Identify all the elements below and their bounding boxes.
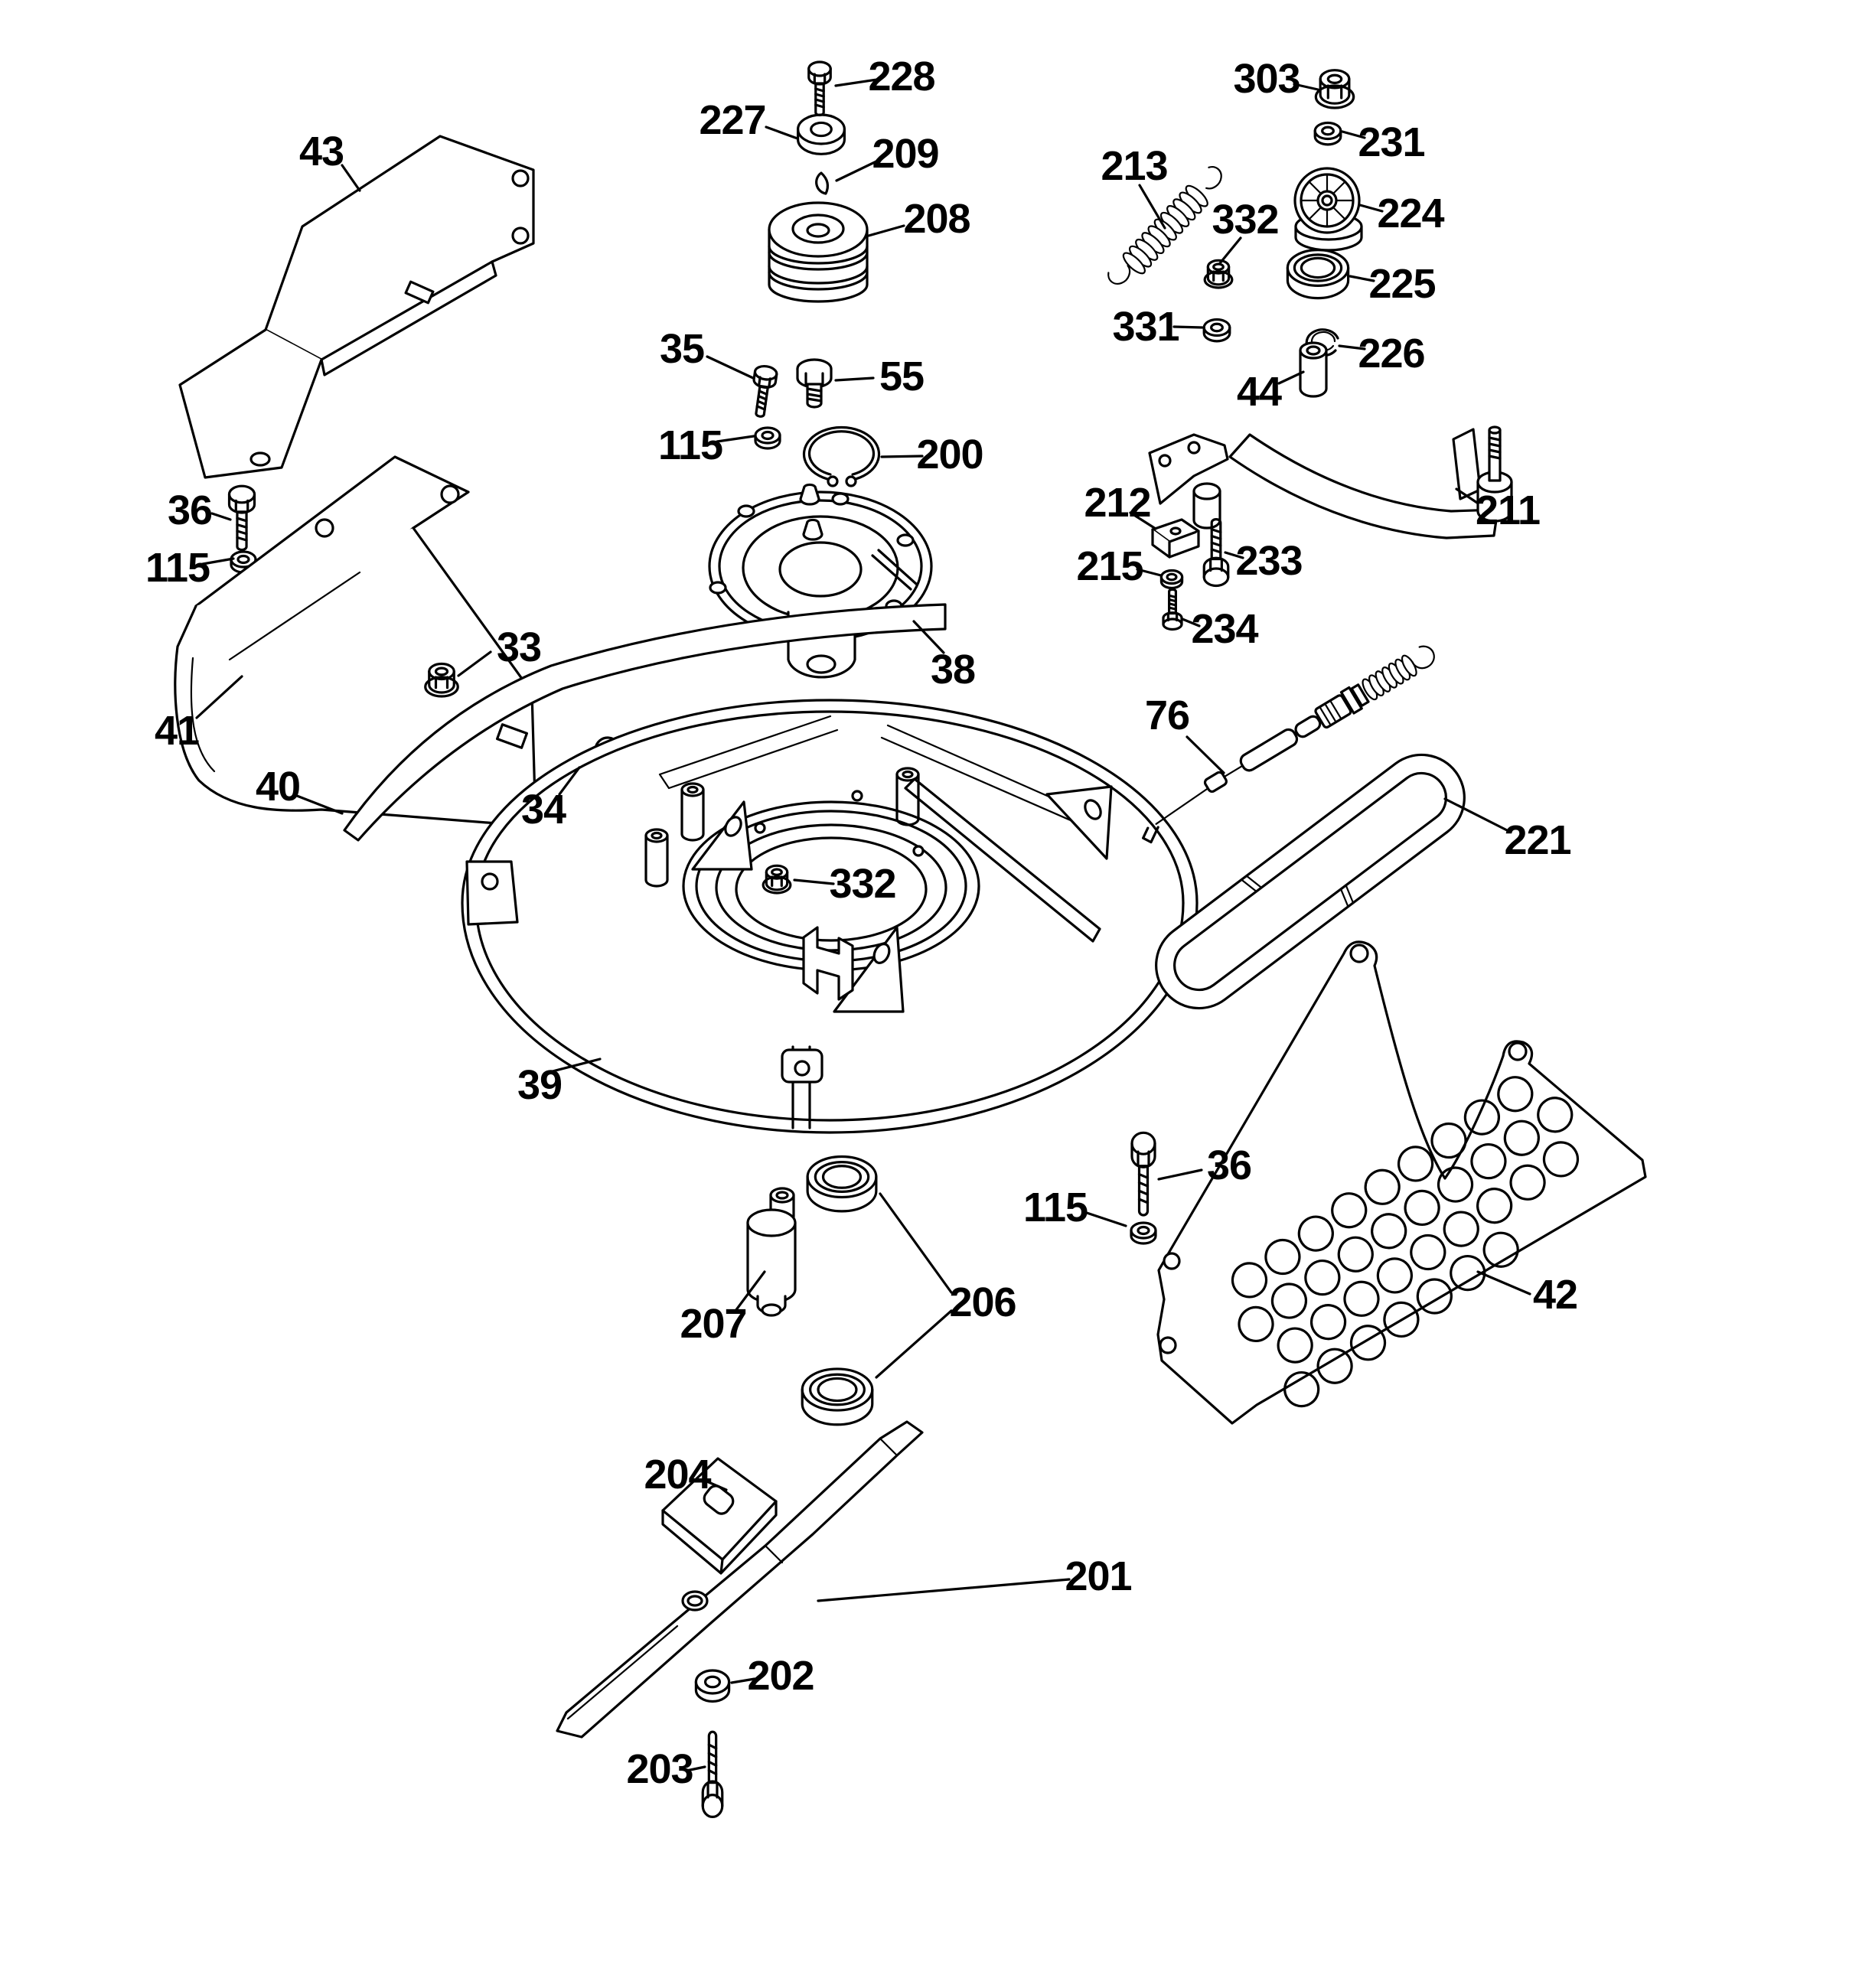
callout-33: 33 bbox=[497, 624, 541, 670]
callout-228: 228 bbox=[868, 54, 934, 99]
callout-36-right: 36 bbox=[1207, 1142, 1251, 1188]
callout-332-deck: 332 bbox=[829, 861, 895, 907]
part-211-idler-arm bbox=[1148, 425, 1513, 539]
callout-231: 231 bbox=[1358, 119, 1424, 165]
part-36-bolt-right bbox=[1132, 1133, 1155, 1215]
part-36-bolt-left bbox=[227, 484, 256, 552]
callout-41: 41 bbox=[155, 708, 199, 754]
callout-115-top: 115 bbox=[658, 422, 722, 468]
part-208-engine-pulley bbox=[768, 201, 869, 303]
part-35-bolt bbox=[748, 363, 779, 419]
callout-303: 303 bbox=[1233, 56, 1300, 102]
part-203-bolt bbox=[703, 1732, 722, 1817]
part-76-cable bbox=[1142, 645, 1435, 844]
callout-227: 227 bbox=[699, 97, 765, 143]
callout-39: 39 bbox=[517, 1062, 562, 1108]
callout-204: 204 bbox=[644, 1452, 711, 1498]
part-209-key bbox=[815, 171, 830, 195]
callout-206: 206 bbox=[949, 1279, 1016, 1325]
part-43-belt-cover bbox=[178, 135, 535, 479]
callout-213: 213 bbox=[1101, 143, 1167, 189]
part-231-washer bbox=[1313, 121, 1342, 146]
callout-215: 215 bbox=[1076, 543, 1143, 589]
part-201-blade bbox=[556, 1420, 924, 1739]
callout-212: 212 bbox=[1084, 480, 1150, 526]
callout-55: 55 bbox=[879, 354, 924, 399]
part-40-baffle bbox=[343, 603, 947, 842]
callout-203: 203 bbox=[626, 1746, 693, 1792]
part-55-bolt bbox=[796, 358, 833, 409]
callout-43: 43 bbox=[299, 129, 344, 174]
callout-76: 76 bbox=[1145, 693, 1189, 738]
part-234-bolt bbox=[1162, 588, 1183, 631]
part-115-washer-right bbox=[1130, 1221, 1157, 1245]
callout-115-right: 115 bbox=[1023, 1185, 1088, 1230]
callout-331: 331 bbox=[1112, 304, 1179, 350]
part-206-bearing-lower bbox=[801, 1367, 874, 1426]
callout-labels: 43 228 227 209 208 303 231 213 224 332 2… bbox=[145, 54, 1578, 1792]
part-207-spacer bbox=[746, 1187, 797, 1317]
part-303-nut bbox=[1316, 70, 1353, 108]
part-332-nut-upper bbox=[1203, 259, 1234, 289]
callout-233: 233 bbox=[1235, 538, 1302, 584]
callout-226: 226 bbox=[1358, 331, 1424, 376]
part-200-snap-ring bbox=[802, 425, 881, 487]
part-331-washer bbox=[1202, 318, 1231, 343]
part-224-idler-pulley bbox=[1293, 167, 1363, 252]
callout-42: 42 bbox=[1533, 1272, 1577, 1318]
leader-lines bbox=[195, 78, 1531, 1772]
callout-208: 208 bbox=[903, 196, 970, 242]
callout-44: 44 bbox=[1237, 369, 1282, 415]
callout-200: 200 bbox=[916, 432, 983, 477]
part-44-spacer bbox=[1299, 341, 1328, 398]
part-39-deck-housing bbox=[461, 699, 1199, 1134]
callout-209: 209 bbox=[872, 131, 938, 177]
callout-202: 202 bbox=[747, 1653, 814, 1699]
callout-224: 224 bbox=[1377, 191, 1444, 236]
callout-221: 221 bbox=[1504, 817, 1570, 863]
part-115-washer-top bbox=[754, 426, 781, 450]
callout-207: 207 bbox=[680, 1301, 746, 1347]
callout-38: 38 bbox=[931, 647, 975, 693]
callout-115-left: 115 bbox=[145, 545, 210, 591]
part-227-washer bbox=[798, 115, 845, 154]
part-225-bearing bbox=[1286, 249, 1350, 300]
callout-35: 35 bbox=[660, 326, 704, 372]
part-42-discharge-chute bbox=[1156, 940, 1647, 1425]
part-204-blade-adapter bbox=[661, 1457, 778, 1575]
part-202-washer bbox=[696, 1670, 729, 1702]
callout-34: 34 bbox=[521, 787, 566, 833]
part-41-baffle bbox=[174, 455, 537, 828]
callout-225: 225 bbox=[1368, 261, 1435, 307]
callout-40: 40 bbox=[256, 764, 300, 810]
callout-211: 211 bbox=[1476, 487, 1540, 533]
callout-201: 201 bbox=[1065, 1553, 1131, 1599]
part-228-bolt bbox=[807, 60, 832, 117]
part-213-spring bbox=[1107, 166, 1222, 285]
callout-36-left: 36 bbox=[168, 487, 212, 533]
part-221-belt bbox=[1155, 753, 1466, 1010]
part-215-washer bbox=[1160, 569, 1183, 589]
callout-234: 234 bbox=[1191, 606, 1258, 652]
callout-332-upper: 332 bbox=[1212, 197, 1278, 243]
part-206-bearing-upper bbox=[806, 1155, 878, 1213]
part-212-block bbox=[1151, 518, 1200, 559]
